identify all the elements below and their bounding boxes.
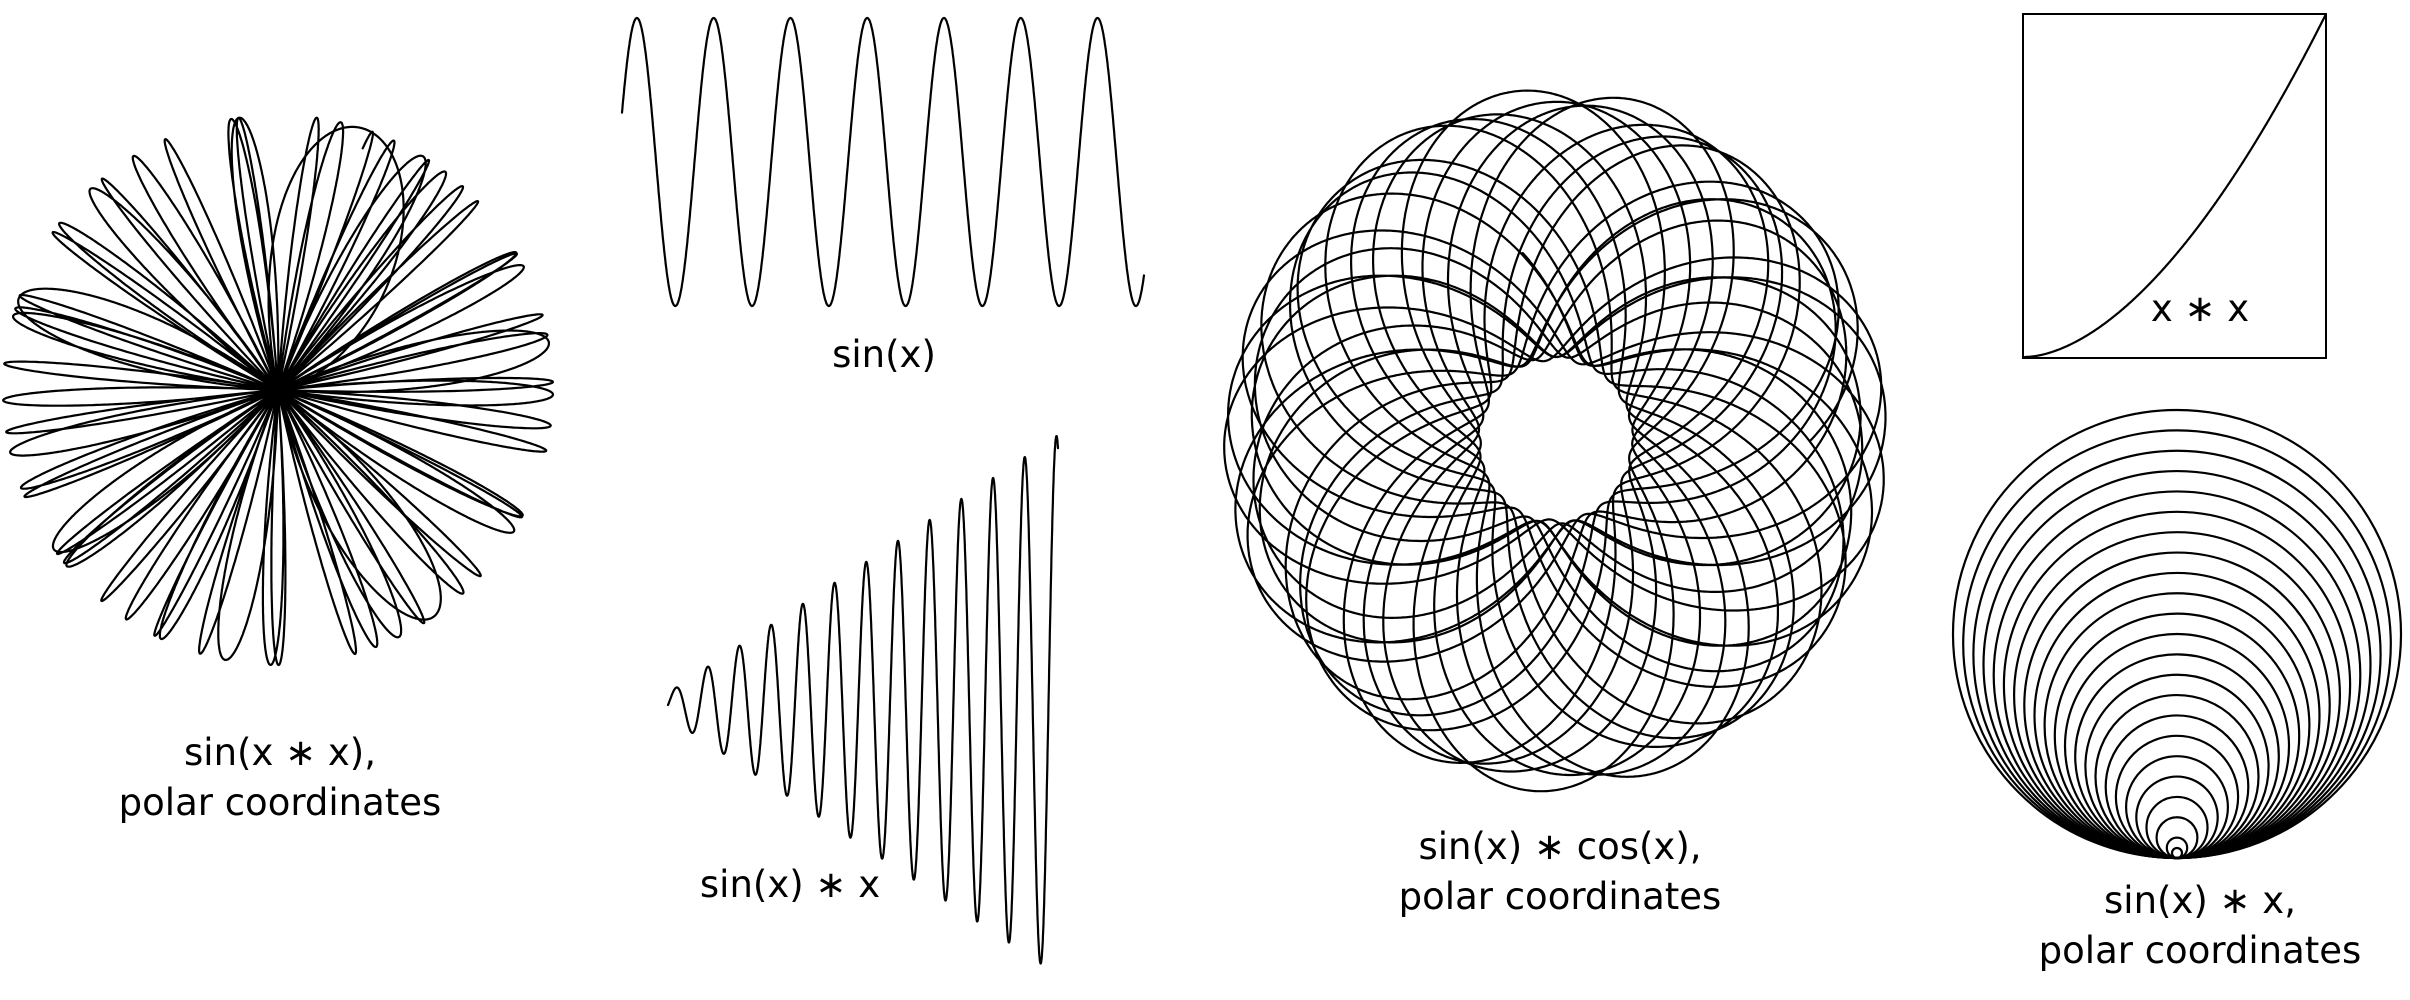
polar-sin-cos-caption-line1: sin(x) ∗ cos(x), [1418,825,1702,868]
sin-x-times-x-curve [666,435,1060,965]
polar-circle-11 [2063,632,2291,860]
polar-sin-x-times-x-caption: sin(x) ∗ x, polar coordinates [2039,876,2362,976]
sin-x-caption-line: sin(x) [832,333,936,376]
sin-x-caption: sin(x) [832,330,936,380]
x-squared-caption: x ∗ x [2151,284,2249,334]
polar-sin-x-squared-caption-line1: sin(x ∗ x), [184,731,376,774]
polar-sin-cos-caption-line2: polar coordinates [1398,875,1722,918]
polar-sin-x-squared-caption-line2: polar coordinates [118,781,442,824]
polar-sin-x-squared-curve [2,116,555,667]
polar-circle-19 [1982,469,2372,860]
sin-x-curve [620,16,1146,308]
polar-sin-x-times-x-caption-line1: sin(x) ∗ x, [2104,879,2296,922]
polar-sin-cos-curve [1223,89,1887,793]
polar-circle-5 [2125,755,2230,860]
polar-circle-innermost [2170,846,2184,860]
polar-circle-15 [2023,551,2331,860]
polar-circle-9 [2084,673,2270,860]
polar-circle-17 [2002,510,2352,860]
polar-sin-x-squared-caption: sin(x ∗ x), polar coordinates [119,728,442,828]
x-squared-plot-frame [2022,13,2327,359]
x-squared-curve [2023,14,2327,359]
sin-x-times-x-caption-line: sin(x) ∗ x [699,863,881,906]
polar-sin-cos-caption: sin(x) ∗ cos(x), polar coordinates [1399,822,1722,922]
polar-sin-x-times-x-caption-line2: polar coordinates [2038,929,2362,972]
x-squared-caption-line: x ∗ x [2150,287,2250,330]
polar-sin-x-times-x-circles [1951,408,2403,860]
sin-x-times-x-caption: sin(x) ∗ x [700,860,880,910]
